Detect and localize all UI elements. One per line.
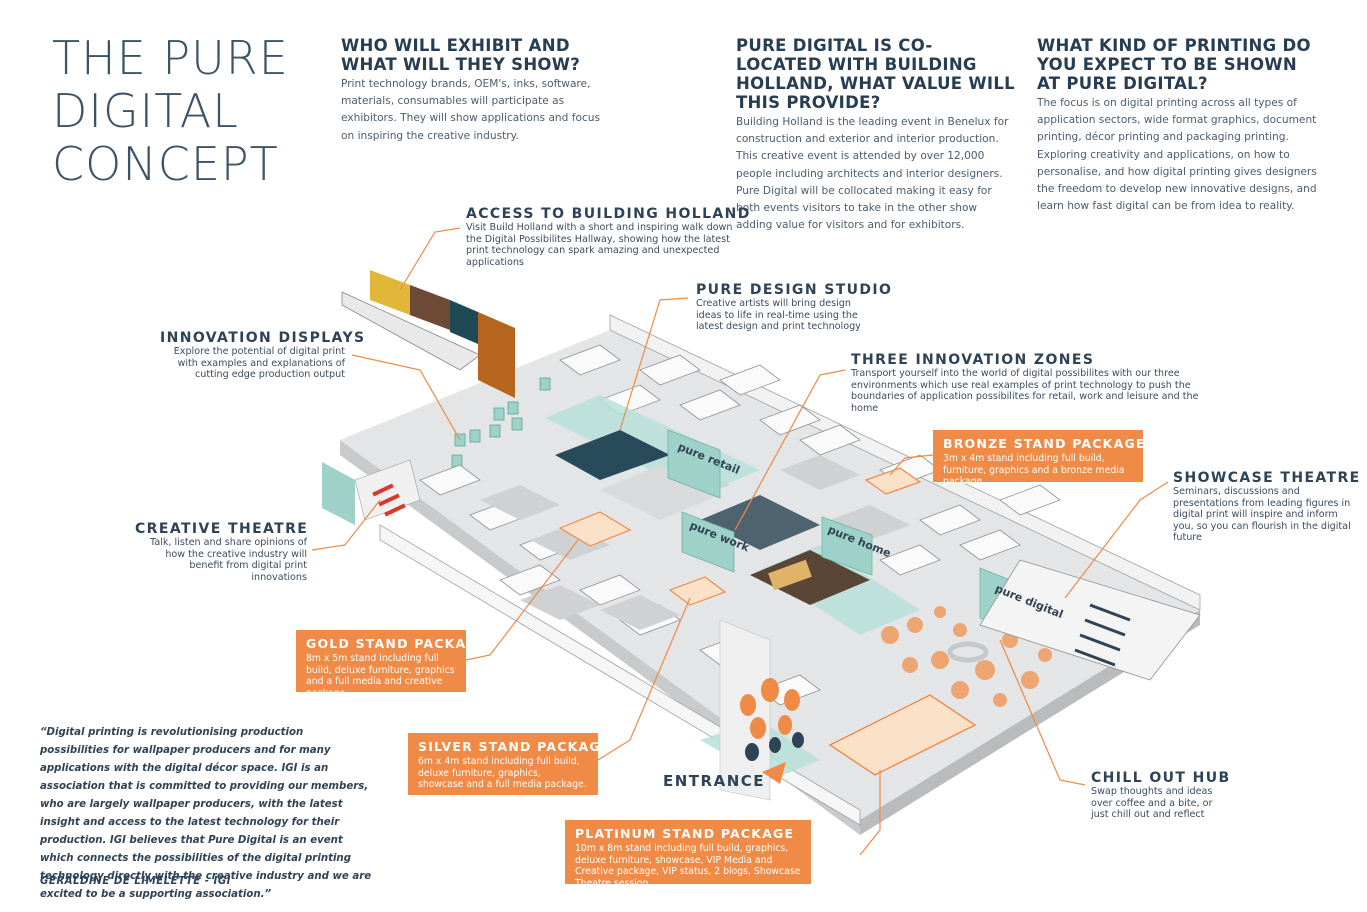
- package-body: 10m x 8m stand including full build, gra…: [575, 843, 801, 889]
- label-chill-out-hub: CHILL OUT HUB Swap thoughts and ideas ov…: [1091, 770, 1231, 821]
- creative-theatre-wall: [322, 462, 355, 525]
- testimonial-quote: “Digital printing is revolutionising pro…: [40, 727, 372, 900]
- bronze-stand: [864, 467, 922, 495]
- label-title: SHOWCASE THEATRE: [1173, 470, 1361, 486]
- label-title: CREATIVE THEATRE: [135, 521, 309, 537]
- package-title: SILVER STAND PACKAGE: [418, 739, 611, 754]
- label-title: PURE DESIGN STUDIO: [696, 282, 893, 298]
- home-sign: [821, 516, 873, 576]
- label-body: Talk, listen and share opinions of how t…: [150, 537, 307, 583]
- package-title: BRONZE STAND PACKAGE: [943, 436, 1146, 451]
- chill-out-centre-table: [947, 641, 989, 663]
- label-access-building-holland: ACCESS TO BUILDING HOLLAND Visit Build H…: [466, 206, 751, 268]
- silver-package-box: SILVER STAND PACKAGE 6m x 4m stand inclu…: [408, 733, 611, 795]
- label-body: Explore the potential of digital print w…: [173, 346, 345, 381]
- entrance-display-dark: [745, 732, 804, 761]
- home-zone-rug: [768, 559, 812, 591]
- work-zone-floor: [700, 495, 820, 550]
- label-pure-design-studio: PURE DESIGN STUDIO Creative artists will…: [696, 282, 893, 333]
- silver-stand: [668, 576, 727, 606]
- question-body: Building Holland is the leading event in…: [736, 116, 1009, 232]
- entrance-display: [740, 678, 800, 739]
- label-body: Swap thoughts and ideas over coffee and …: [1091, 786, 1213, 821]
- chill-out-dots: [881, 606, 1052, 707]
- package-body: 3m x 4m stand including full build, furn…: [943, 453, 1125, 488]
- label-showcase-theatre: SHOWCASE THEATRE Seminars, discussions a…: [1173, 470, 1361, 544]
- question-block-building-holland: PURE DIGITAL IS CO-LOCATED WITH BUILDING…: [736, 36, 1016, 234]
- callout-lines: [311, 227, 1169, 856]
- retail-sign: [667, 429, 721, 499]
- hallway-graphic-2: [410, 285, 450, 330]
- platinum-package-box: PLATINUM STAND PACKAGE 10m x 8m stand in…: [565, 820, 811, 889]
- label-innovation-displays: INNOVATION DISPLAYS Explore the potentia…: [160, 330, 366, 381]
- entrance-arrow: [762, 762, 786, 784]
- hallway-graphic-1: [370, 270, 410, 315]
- gold-stand: [558, 511, 632, 547]
- question-title: PURE DIGITAL IS CO-LOCATED WITH BUILDING…: [736, 36, 1015, 112]
- hallway: [341, 291, 481, 371]
- bronze-package-box: BRONZE STAND PACKAGE 3m x 4m stand inclu…: [933, 430, 1146, 487]
- question-block-printing: WHAT KIND OF PRINTING DO YOU EXPECT TO B…: [1037, 36, 1322, 215]
- platinum-stand: [828, 694, 977, 776]
- label-entrance: ENTRANCE: [663, 772, 765, 790]
- label-body: Seminars, discussions and presentations …: [1173, 486, 1351, 544]
- package-body: 6m x 4m stand including full build, delu…: [418, 756, 587, 791]
- label-three-innovation-zones: THREE INNOVATION ZONES Transport yoursel…: [851, 352, 1206, 414]
- hallway-graphic-3: [450, 300, 478, 344]
- showcase-seats: [1074, 603, 1131, 667]
- label-creative-theatre: CREATIVE THEATRE Talk, listen and share …: [135, 521, 307, 583]
- label-title: CHILL OUT HUB: [1091, 770, 1231, 786]
- innovation-display-cubes: [451, 377, 551, 468]
- package-title: PLATINUM STAND PACKAGE: [575, 826, 795, 841]
- label-title: ACCESS TO BUILDING HOLLAND: [466, 206, 751, 222]
- label-body: Visit Build Holland with a short and ins…: [466, 222, 733, 268]
- question-block-exhibitors: WHO WILL EXHIBIT AND WHAT WILL THEY SHOW…: [341, 36, 606, 145]
- home-zone-floor: [750, 550, 870, 605]
- question-title: WHO WILL EXHIBIT AND WHAT WILL THEY SHOW…: [341, 36, 581, 74]
- design-studio-floor: [555, 430, 670, 480]
- stands: [419, 344, 1061, 706]
- question-body: The focus is on digital printing across …: [1037, 97, 1317, 213]
- package-title: GOLD STAND PACKAGE: [306, 636, 488, 651]
- package-body: 8m x 5m stand including full build, delu…: [306, 653, 455, 699]
- retail-zone-floor: [600, 465, 720, 520]
- label-body: Transport yourself into the world of dig…: [851, 368, 1199, 414]
- hallway-wall-brown: [478, 312, 515, 398]
- label-title: THREE INNOVATION ZONES: [851, 352, 1095, 368]
- question-title: WHAT KIND OF PRINTING DO YOU EXPECT TO B…: [1037, 36, 1311, 93]
- label-title: INNOVATION DISPLAYS: [160, 330, 366, 346]
- showcase-theatre-floor: [979, 559, 1201, 681]
- label-body: Creative artists will bring design ideas…: [696, 298, 861, 333]
- gold-package-box: GOLD STAND PACKAGE 8m x 5m stand includi…: [296, 630, 488, 699]
- page-title: THE PURE DIGITAL CONCEPT: [52, 31, 289, 191]
- theatre-seats: [372, 483, 406, 517]
- work-sign: [681, 511, 735, 573]
- question-body: Print technology brands, OEM's, inks, so…: [341, 78, 601, 142]
- testimonial-author: GÉRALDINE DE LIMELETTE - IGI: [40, 876, 231, 887]
